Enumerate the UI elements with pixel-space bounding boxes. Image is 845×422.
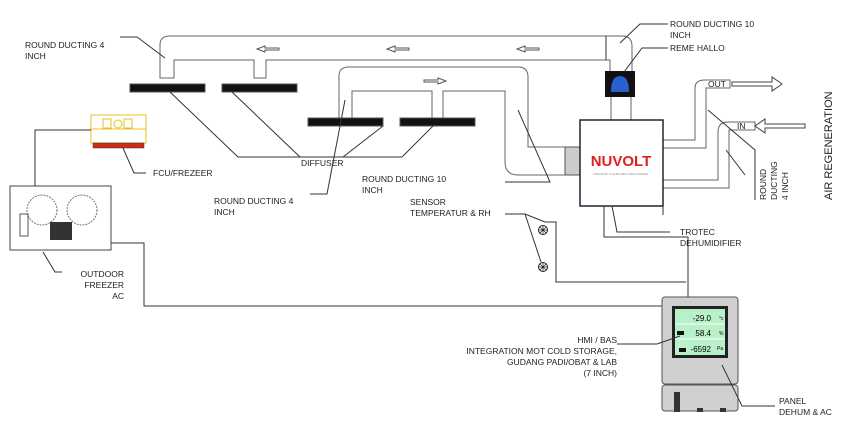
reme-hallo-device xyxy=(605,71,635,97)
in-label: IN xyxy=(737,121,746,131)
diffuser-1 xyxy=(129,83,206,93)
nuvolt-tagline: INDUSTRY & ELECTRIC SWITCHGEAR xyxy=(594,172,650,176)
diffuser-4 xyxy=(399,117,476,127)
label-round-ducting-4-right: ROUNDDUCTING4 INCH xyxy=(758,161,790,200)
flow-arrow-icon xyxy=(423,77,448,85)
humidity-unit: % xyxy=(719,331,724,337)
temperature-unit: °c xyxy=(719,316,724,322)
trotec-dehumidifier: NUVOLT INDUSTRY & ELECTRIC SWITCHGEAR xyxy=(579,119,664,207)
flow-arrow-icon xyxy=(515,45,540,53)
diffuser-3 xyxy=(307,117,384,127)
upper-duct xyxy=(159,35,633,79)
label-diffuser: DIFFUSER xyxy=(301,158,344,168)
out-label: OUT xyxy=(708,79,726,89)
label-air-regeneration: AIR REGENERATION xyxy=(823,91,835,200)
diffuser-2 xyxy=(221,83,298,93)
lower-duct xyxy=(338,66,583,176)
pressure-unit: Pa xyxy=(717,346,723,352)
pressure-reading: -6592 xyxy=(691,345,712,354)
label-reme-hallo: REME HALLO xyxy=(670,43,725,53)
temperature-reading: -29.0 xyxy=(693,314,712,323)
sensor-icon xyxy=(538,225,548,235)
outdoor-unit xyxy=(9,185,112,251)
control-panel: -29.0 °c 58.4 % -6592 Pa xyxy=(661,296,739,412)
regeneration-ducts xyxy=(662,76,806,189)
out-arrow-icon xyxy=(731,76,783,92)
in-arrow-icon xyxy=(754,118,806,134)
nuvolt-logo: NUVOLT xyxy=(591,153,652,170)
humidity-reading: 58.4 xyxy=(695,329,711,338)
sensor-icon xyxy=(538,262,548,272)
label-fcu: FCU/FREZEER xyxy=(153,168,213,178)
fcu-unit xyxy=(90,114,147,149)
flow-arrow-icon xyxy=(385,45,410,53)
flow-arrow-icon xyxy=(255,45,280,53)
